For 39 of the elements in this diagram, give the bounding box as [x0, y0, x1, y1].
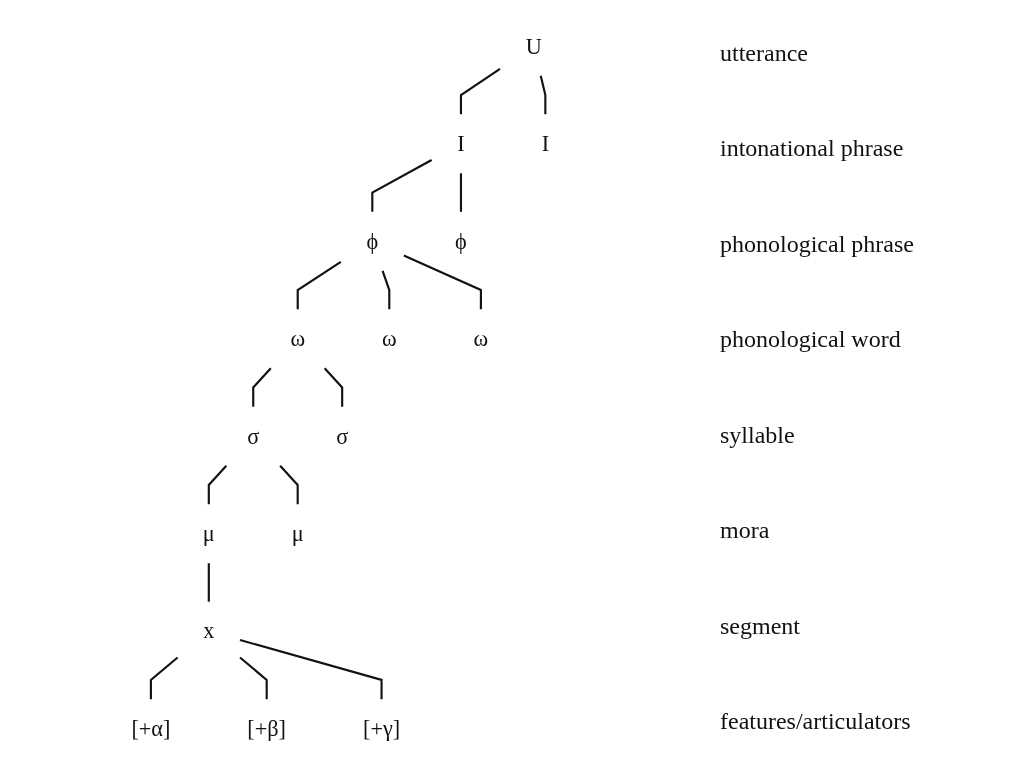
- connector: [251, 367, 272, 407]
- connector: [239, 656, 268, 700]
- node-text: [+β]: [247, 716, 286, 742]
- node-text: ϕ: [366, 228, 378, 254]
- node-text: ϕ: [454, 228, 467, 254]
- connector: [459, 173, 462, 212]
- level-label: syllable: [720, 421, 796, 449]
- node-text: I: [541, 131, 549, 157]
- level-label: segment: [720, 612, 801, 640]
- connector: [149, 656, 179, 700]
- node-text: μ: [291, 521, 304, 547]
- level-label: mora: [720, 517, 771, 545]
- node-text: [+γ]: [362, 716, 400, 742]
- connector: [459, 68, 501, 115]
- node-text: μ: [202, 521, 215, 547]
- connector: [207, 465, 227, 505]
- node-text: ω: [381, 326, 397, 352]
- node-text: I: [457, 131, 465, 157]
- level-label: intonational phrase: [720, 135, 905, 163]
- connector: [381, 270, 391, 310]
- node-text: [+α]: [131, 716, 171, 742]
- node-text: U: [525, 33, 542, 59]
- node-text: ω: [290, 326, 305, 352]
- connector: [323, 367, 343, 407]
- connector: [539, 75, 547, 115]
- node-text: ω: [473, 326, 488, 352]
- connector: [239, 638, 383, 700]
- connector: [403, 254, 482, 310]
- node-text: σ: [247, 423, 259, 449]
- level-label: phonological word: [720, 326, 902, 354]
- node-text: σ: [335, 423, 348, 449]
- connector: [207, 563, 210, 602]
- level-label: phonological phrase: [720, 230, 915, 258]
- node-text: x: [203, 618, 215, 644]
- level-label: features/articulators: [720, 707, 912, 735]
- level-label: utterance: [720, 40, 809, 67]
- connector: [279, 465, 299, 505]
- connector: [296, 260, 342, 310]
- connector: [371, 159, 432, 212]
